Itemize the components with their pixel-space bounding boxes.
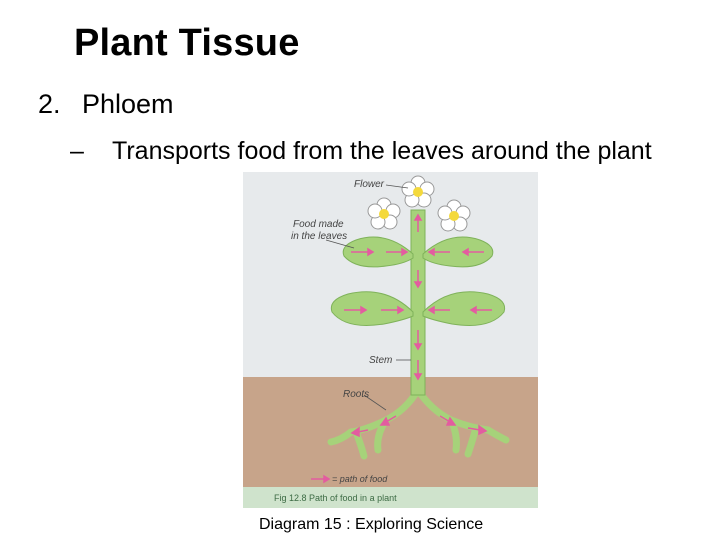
slide-title: Plant Tissue [74,22,300,64]
label-food-made-1: Food made [293,219,344,230]
leaves [330,236,506,326]
diagram-caption: Diagram 15 : Exploring Science [259,516,484,533]
leaf-lower-left [330,291,414,326]
item-heading: Phloem [82,89,174,119]
flower-top [401,175,435,208]
figure-caption: Fig 12.8 Path of food in a plant [274,493,397,503]
leaf-upper-right [422,236,494,268]
phloem-diagram: Flower Food made in the leaves Stem Root… [236,170,538,510]
label-roots: Roots [343,389,369,400]
legend-text: = path of food [332,474,388,484]
stem-shape [410,209,426,396]
leaf-upper-left [342,236,414,268]
flower-right [437,199,471,232]
label-stem: Stem [369,355,392,366]
leaf-lower-right [422,291,506,326]
caption-band [243,487,538,508]
label-flower: Flower [354,179,385,190]
bullet-dash: – [70,137,84,165]
item-number: 2. [38,89,61,119]
numbered-item: 2. Phloem [38,89,174,120]
bullet-text: Transports food from the leaves around t… [112,137,652,165]
flower-left [367,197,401,230]
label-leaders [325,184,411,411]
label-food-made-2: in the leaves [291,231,347,242]
flowers [367,175,471,232]
food-path-arrows [311,213,492,484]
